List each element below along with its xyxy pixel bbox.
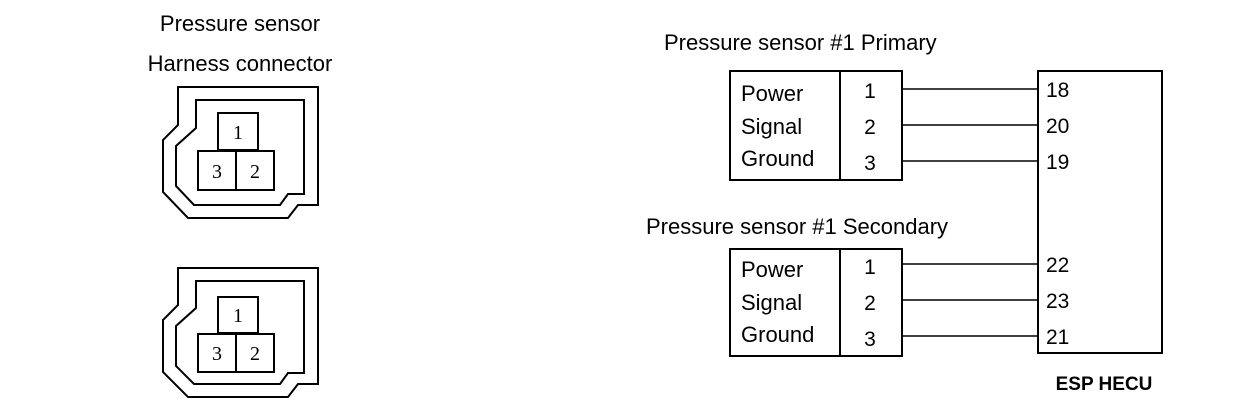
connector-outer-shell xyxy=(162,86,319,219)
pin-label-2: 2 xyxy=(250,343,260,365)
pin-label-1: 1 xyxy=(233,122,243,144)
pin-label-2: 2 xyxy=(250,161,260,183)
ecu-label: ESP HECU xyxy=(1056,374,1153,395)
pin-cavity-2 xyxy=(235,333,275,373)
primary-pin-1: 1 xyxy=(864,80,876,103)
primary-pin-2: 2 xyxy=(864,116,876,139)
primary-sensor: Pressure sensor #1 Primary Power Signal … xyxy=(664,30,1069,181)
connector-title-line1: Pressure sensor xyxy=(160,11,320,36)
primary-ecu-pin-18: 18 xyxy=(1046,79,1069,102)
ecu-box xyxy=(1037,70,1163,354)
secondary-ecu-pin-23: 23 xyxy=(1046,290,1069,313)
primary-function-power: Power xyxy=(741,81,803,106)
secondary-sensor-box xyxy=(729,248,903,357)
secondary-ecu-pin-21: 21 xyxy=(1046,326,1069,349)
harness-connector-bottom: 1 3 2 xyxy=(162,267,319,398)
connector-inner-shell xyxy=(175,99,305,206)
secondary-pin-2: 2 xyxy=(864,292,876,315)
secondary-sensor: Pressure sensor #1 Secondary Power Signa… xyxy=(646,214,1069,357)
secondary-function-ground: Ground xyxy=(741,322,814,347)
pin-label-3: 3 xyxy=(212,343,222,365)
secondary-pin-1: 1 xyxy=(864,256,876,279)
connector-outer-shell xyxy=(162,267,319,398)
secondary-function-signal: Signal xyxy=(741,290,802,315)
primary-function-signal: Signal xyxy=(741,114,802,139)
pin-cavity-2 xyxy=(235,150,275,191)
primary-ecu-pin-19: 19 xyxy=(1046,151,1069,174)
pin-label-3: 3 xyxy=(212,161,222,183)
secondary-sensor-title: Pressure sensor #1 Secondary xyxy=(646,214,948,239)
secondary-ecu-pin-22: 22 xyxy=(1046,254,1069,277)
primary-ecu-pin-20: 20 xyxy=(1046,115,1069,138)
pin-label-1: 1 xyxy=(233,305,243,327)
secondary-pin-3: 3 xyxy=(864,328,876,351)
connector-inner-shell xyxy=(175,280,305,385)
secondary-function-power: Power xyxy=(741,257,803,282)
connector-title-line2: Harness connector xyxy=(148,51,333,76)
primary-sensor-title: Pressure sensor #1 Primary xyxy=(664,30,937,55)
primary-pin-3: 3 xyxy=(864,152,876,175)
harness-connector-top: 1 3 2 xyxy=(162,86,319,219)
primary-function-ground: Ground xyxy=(741,146,814,171)
